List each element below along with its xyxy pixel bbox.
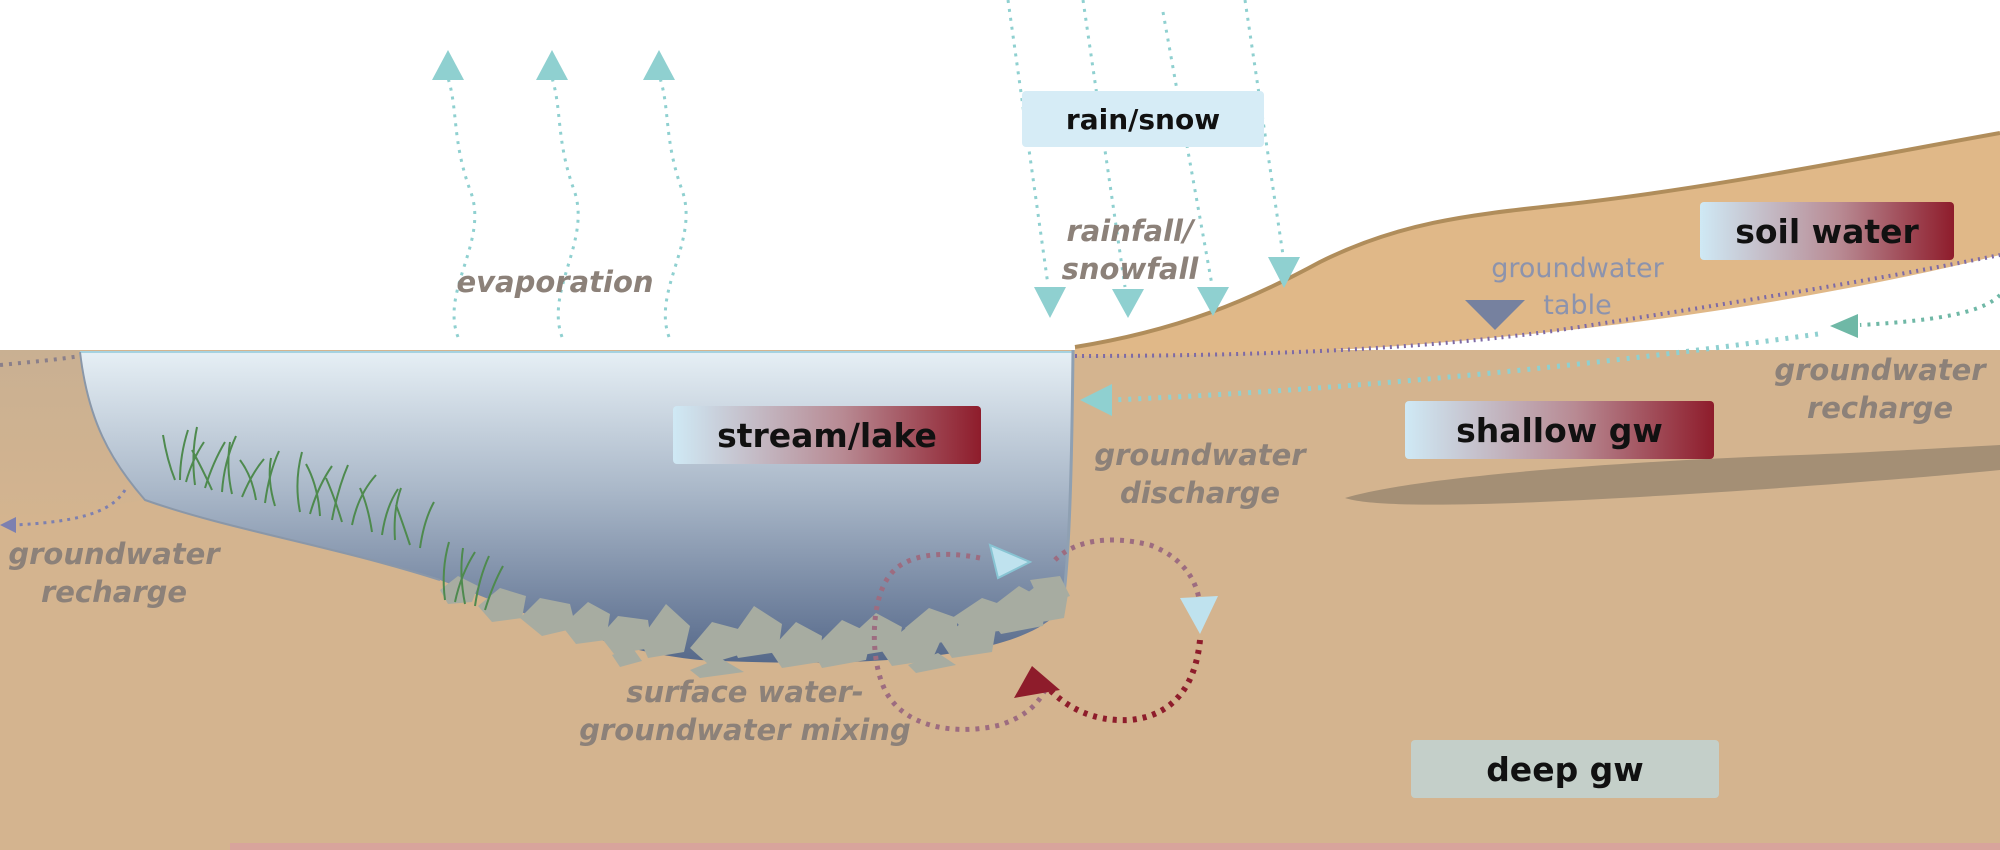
- left-bank: [0, 350, 145, 525]
- groundwater-recharge-left-label: groundwater recharge: [0, 535, 228, 611]
- rainfall-label-line1: rainfall/: [1066, 214, 1194, 248]
- groundwater-discharge-line1: groundwater: [1094, 438, 1306, 472]
- groundwater-discharge-label: groundwater discharge: [1080, 436, 1320, 512]
- mixing-loop-bottom: [1047, 639, 1203, 724]
- mixing-label-line2: groundwater mixing: [579, 713, 911, 747]
- soil-water-box: soil water: [1700, 202, 1954, 260]
- land-surface-line: [1074, 131, 2000, 349]
- rainfall-label: rainfall/ snowfall: [1040, 212, 1220, 288]
- shallow-gw-box: shallow gw: [1405, 401, 1714, 459]
- mixing-label: surface water- groundwater mixing: [560, 673, 930, 749]
- stream-lake-box: stream/lake: [673, 406, 981, 464]
- rain-snow-box: rain/snow: [1022, 91, 1264, 147]
- left-recharge-arrow: [14, 489, 127, 527]
- mixing-loop-left-head: [988, 543, 1033, 580]
- right-recharge-arrow: [1859, 293, 2000, 327]
- aquitard-lens: [1345, 445, 2000, 505]
- mixing-loop-right-head: [1180, 596, 1218, 634]
- mixing-loop-right: [1053, 537, 1203, 611]
- rainfall-label-line2: snowfall: [1061, 252, 1199, 286]
- rainfall-arrowheads: [1034, 257, 1300, 318]
- discharge-arrowhead: [1080, 384, 1112, 416]
- groundwater-recharge-right-line2: recharge: [1806, 391, 1954, 425]
- aquatic-vegetation: [162, 426, 504, 611]
- water-table-marker: [1465, 300, 1525, 330]
- groundwater-recharge-left-line1: groundwater: [8, 537, 220, 571]
- evaporation-label: evaporation: [456, 265, 654, 299]
- left-recharge-arrowhead: [0, 517, 16, 533]
- upland-soil: [1075, 133, 2000, 356]
- groundwater-table-line2: table: [1543, 290, 1612, 321]
- groundwater-table-label: groundwater table: [1465, 250, 1690, 324]
- bank-line: [79, 351, 441, 581]
- mixing-loop-left: [871, 551, 1048, 732]
- bedrock-edge: [230, 843, 2000, 850]
- groundwater-table-line1: groundwater: [1491, 253, 1664, 284]
- groundwater-discharge-line2: discharge: [1119, 476, 1281, 510]
- groundwater-recharge-right-line1: groundwater: [1774, 353, 1986, 387]
- deep-gw-box: deep gw: [1411, 740, 1719, 798]
- groundwater-recharge-left-line2: recharge: [40, 575, 188, 609]
- left-water-table: [0, 354, 81, 367]
- evaporation-arrows: [446, 77, 688, 338]
- evaporation-arrowheads: [432, 50, 675, 80]
- groundwater-recharge-right-label: groundwater recharge: [1760, 351, 2000, 427]
- mixing-label-line1: surface water-: [626, 675, 864, 709]
- right-recharge-arrowhead: [1830, 314, 1858, 338]
- mixing-loop-bottom-head: [1014, 666, 1060, 698]
- water-table-line: [1074, 253, 2000, 358]
